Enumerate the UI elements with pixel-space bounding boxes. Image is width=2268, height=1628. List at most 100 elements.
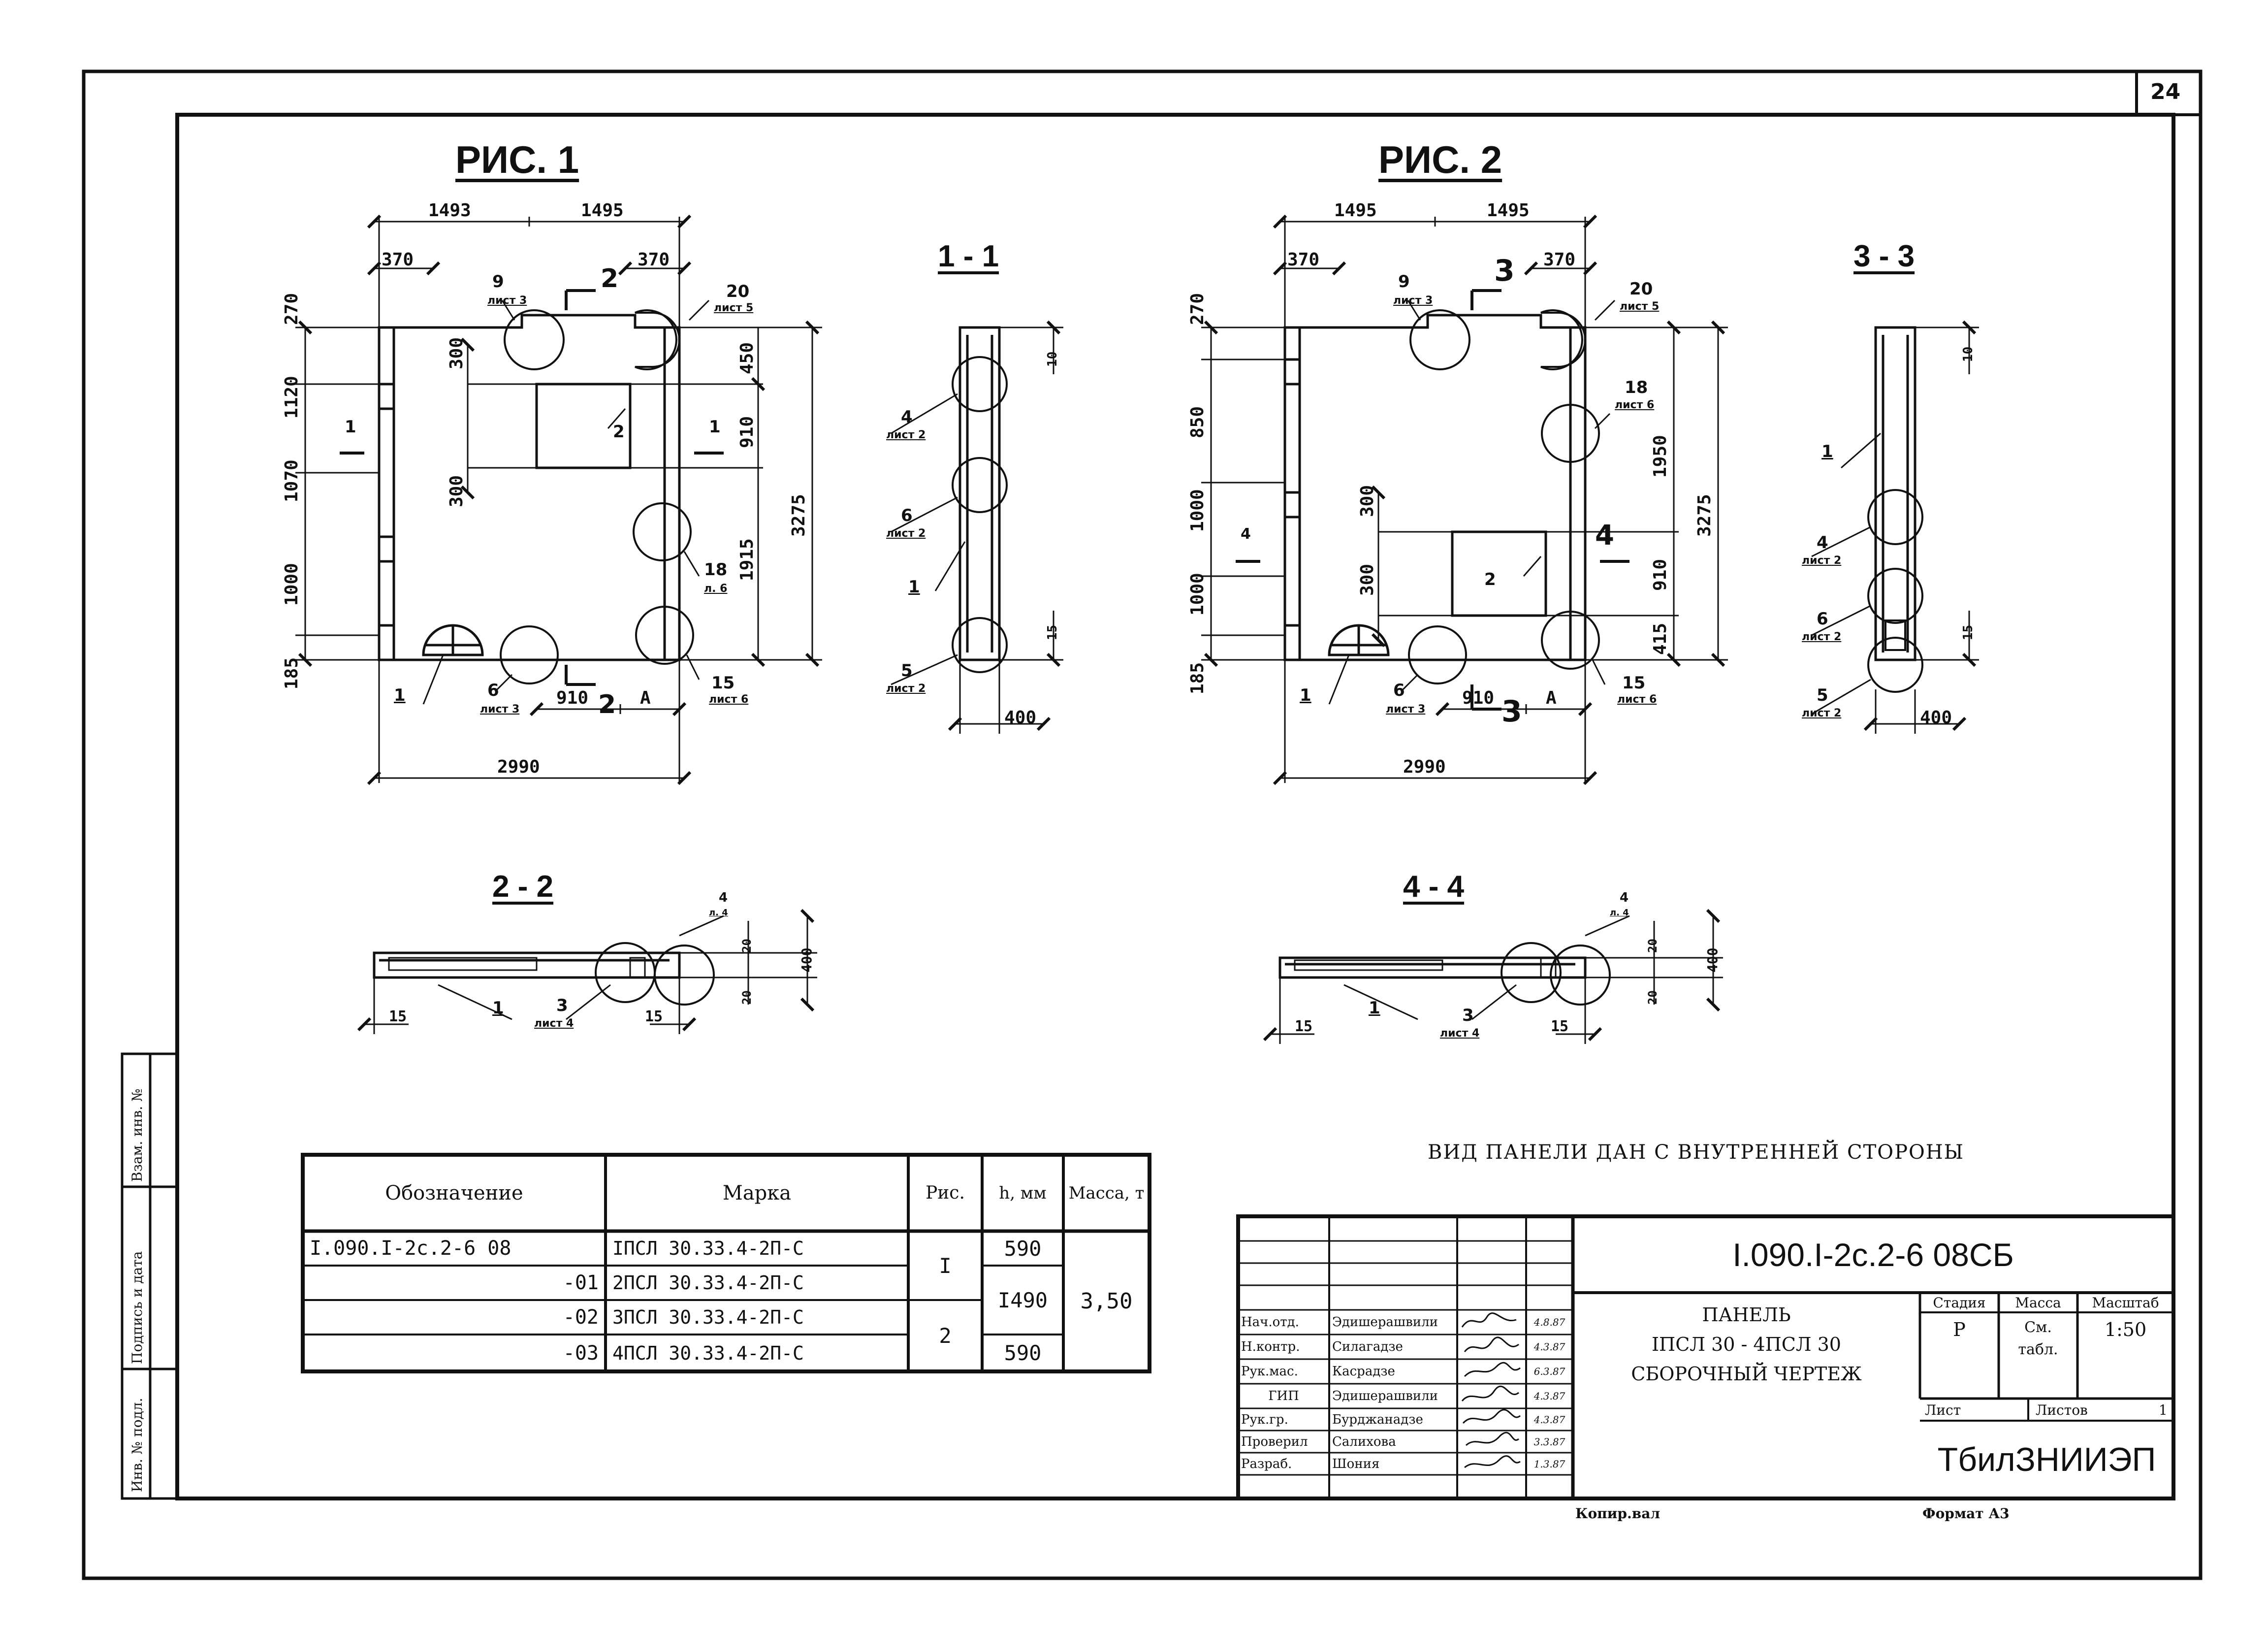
fig1-leaders [422, 299, 710, 705]
copied-label: Копир.вал [1575, 1505, 1661, 1522]
outer-frame [82, 69, 2203, 1580]
section-3-3-drawing [1867, 326, 1923, 693]
fig2-dim-910: 910 [1650, 558, 1670, 591]
inner-frame [175, 113, 2175, 1500]
tb-date-7: 1.3.87 [1533, 1458, 1565, 1470]
tb-name-1: Эдишерашвили [1332, 1315, 1438, 1330]
section-3-3-dims [1811, 320, 1979, 734]
spec-header-mark: Марка [722, 1181, 792, 1205]
fig2-callout-18: 18 [1625, 378, 1648, 397]
title-block-stage: Р [1953, 1319, 1966, 1340]
section-1-1-callout-6: 6 [901, 506, 913, 525]
fig1-dim-910: 910 [737, 416, 757, 448]
fig2-dimension-lines [1201, 214, 1728, 785]
tb-name-5: Бурджанадзе [1332, 1412, 1423, 1427]
fig2-section-mark-bottom: 3 [1501, 694, 1522, 729]
fig1-callout-15: 15 [711, 673, 735, 693]
spec-fig-2: 2 [939, 1324, 952, 1348]
tb-role-6: Проверил [1241, 1434, 1308, 1449]
tb-name-6: Салихова [1332, 1434, 1396, 1449]
section-3-3-callout-6-sheet: лист 2 [1802, 631, 1842, 643]
section-2-2-d15b: 15 [645, 1008, 663, 1025]
fig1-dim-left-185: 185 [282, 657, 302, 689]
section-1-1-callout-4: 4 [901, 407, 913, 427]
fig1-panel-outline [378, 314, 681, 661]
section-3-3-d10: 10 [1961, 346, 1976, 362]
spec-h-590a: 590 [1004, 1236, 1042, 1261]
spec-header-designation: Обозначение [385, 1181, 523, 1205]
fig1-callout-1: 1 [394, 685, 406, 705]
section-4-4-callout-4: 4 [1620, 890, 1629, 905]
title-block-sheets-header: Листов [2036, 1402, 2088, 1418]
spec-fig-1: I [939, 1253, 952, 1278]
section-3-3-callout-6: 6 [1817, 609, 1828, 629]
fig1-dim-corner-right: 370 [638, 250, 670, 270]
section-4-4-callout-4-sheet: л. 4 [1610, 908, 1629, 918]
spec-table-grid [301, 1153, 1151, 1373]
fig1-callout-20-sheet: лист 5 [714, 302, 754, 314]
fig2-callout-20: 20 [1629, 279, 1653, 299]
fig2-dim-left-850: 850 [1187, 406, 1208, 438]
section-3-3-callout-4-sheet: лист 2 [1802, 554, 1842, 567]
fig2-callout-6: 6 [1393, 681, 1405, 700]
section-3-3-callout-5-sheet: лист 2 [1802, 707, 1842, 719]
title-block-sheets-count: 1 [2159, 1402, 2168, 1418]
section-1-1-d15: 15 [1045, 624, 1060, 640]
fig2-dim-bottom-a: A [1546, 688, 1557, 708]
fig1-dim-corner-left: 370 [382, 250, 414, 270]
fig2-dim-left-270: 270 [1187, 293, 1208, 325]
section-2-2-callout-3-sheet: лист 4 [534, 1017, 574, 1030]
section-4-4-callout-3: 3 [1462, 1006, 1474, 1025]
title-block-mass-line1: См. [2024, 1318, 2052, 1336]
section-3-3-callout-4: 4 [1817, 533, 1828, 553]
section-2-2-d20a: 20 [740, 939, 754, 953]
section-4-4-dims [1263, 909, 1723, 1044]
fig2-callout-15-sheet: лист 6 [1617, 693, 1657, 706]
fig2-title: РИС. 2 [1378, 138, 1502, 181]
fig1-callout-6-sheet: лист 3 [480, 703, 520, 716]
fig1-callout-18-sheet: л. 6 [704, 583, 728, 595]
section-2-2-title: 2 - 2 [492, 870, 554, 904]
section-1-1-callout-6-sheet: лист 2 [886, 527, 926, 540]
fig1-dim-left-1070: 1070 [282, 459, 302, 502]
spec-h-590b: 590 [1004, 1341, 1042, 1365]
side-stamp-frame [121, 1052, 179, 1500]
fig1-dim-height-total: 3275 [789, 494, 809, 537]
tb-name-7: Шония [1332, 1456, 1380, 1471]
section-4-4-callout-1: 1 [1369, 998, 1380, 1018]
title-block-code: I.090.I-2с.2-6 08СБ [1732, 1236, 2014, 1273]
side-stamp-replace: Взам. инв. № [129, 1088, 145, 1182]
section-2-2-callout-4: 4 [719, 890, 728, 905]
spec-row-1-designation: I.090.I-2с.2-6 08 [310, 1237, 511, 1260]
section-4-4-drawing [1278, 942, 1611, 1006]
section-4-4-d20b: 20 [1646, 990, 1660, 1005]
tb-name-2: Силагадзе [1332, 1339, 1403, 1354]
spec-row-2-designation: -01 [563, 1271, 599, 1294]
fig2-dim-bottom-total: 2990 [1403, 757, 1446, 777]
spec-row-1-mark: IПСЛ 30.33.4-2П-С [612, 1237, 804, 1259]
section-4-4-d15a: 15 [1295, 1018, 1313, 1035]
section-1-1-dims [891, 320, 1063, 734]
sheet-number: 24 [2150, 79, 2181, 104]
fig2-dim-left-1000b: 1000 [1187, 573, 1208, 616]
fig1-callout-20: 20 [726, 282, 750, 301]
tb-date-2: 4.3.87 [1533, 1341, 1565, 1353]
section-1-1-d10: 10 [1045, 351, 1060, 367]
sheet-number-box [2135, 70, 2202, 116]
fig2-dim-415: 415 [1650, 622, 1670, 655]
fig1-dim-300b: 300 [447, 475, 467, 507]
tb-date-6: 3.3.87 [1533, 1435, 1565, 1448]
fig1-callout-15-sheet: лист 6 [709, 693, 749, 706]
section-2-2-dims [357, 909, 817, 1034]
tb-role-2: Н.контр. [1241, 1339, 1300, 1354]
fig1-dim-300a: 300 [447, 337, 467, 369]
view-note: ВИД ПАНЕЛИ ДАН С ВНУТРЕННЕЙ СТОРОНЫ [1428, 1141, 1965, 1164]
spec-header-h: h, мм [999, 1183, 1047, 1203]
tb-date-5: 4.3.87 [1533, 1413, 1565, 1426]
fig1-dim-bottom-910: 910 [556, 688, 589, 708]
fig1-section-mark-bottom: 2 [598, 690, 616, 719]
tb-date-4: 4.3.87 [1533, 1390, 1565, 1402]
spec-row-3-designation: -02 [563, 1306, 599, 1329]
section-1-1-callout-1: 1 [908, 577, 920, 597]
